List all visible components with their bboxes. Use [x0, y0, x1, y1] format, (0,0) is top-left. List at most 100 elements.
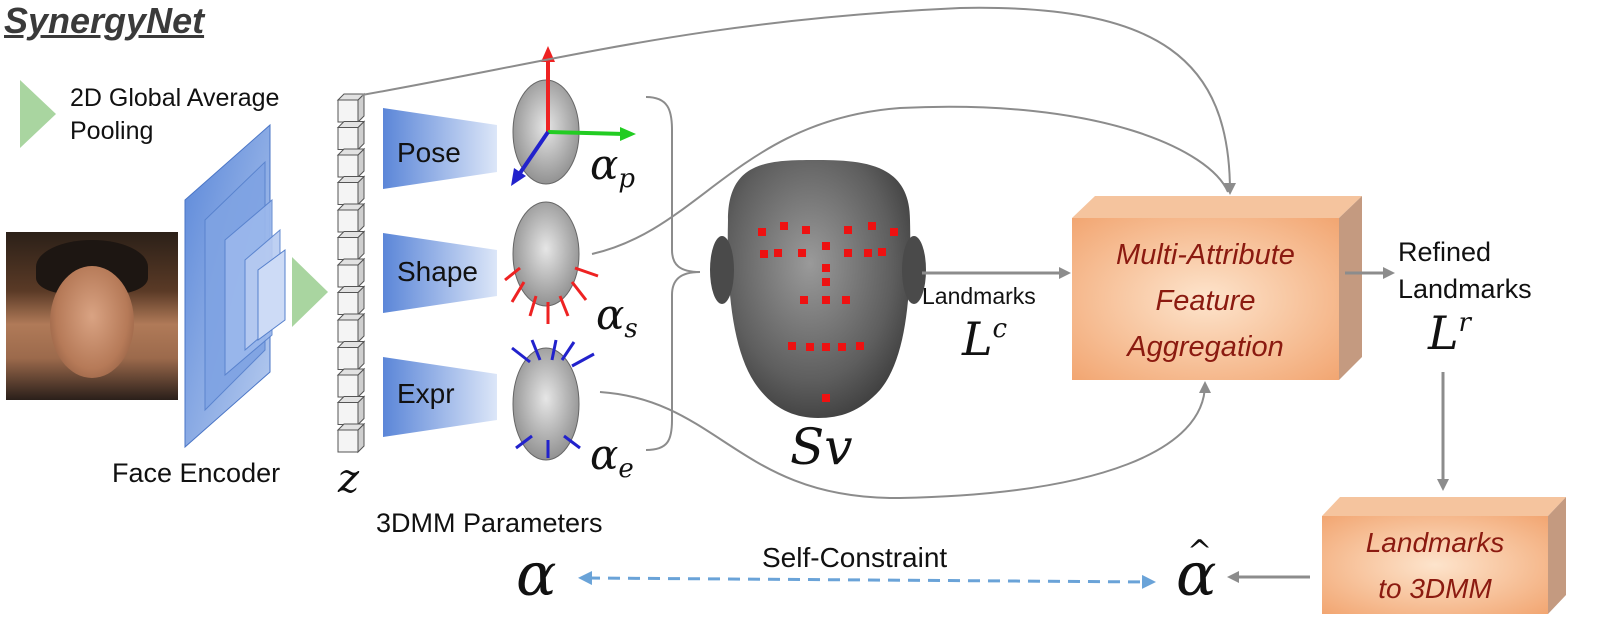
latent-cube	[337, 237, 359, 260]
landmark-dot	[758, 228, 766, 236]
diagram-title: SynergyNet	[4, 0, 205, 41]
alpha-e-sub: e	[618, 454, 634, 484]
lr-sup: r	[1458, 308, 1471, 338]
latent-cube	[337, 402, 359, 425]
l2m-line2: to 3DMM	[1378, 573, 1492, 604]
lr-base: L	[1428, 306, 1459, 360]
sv-head	[710, 160, 926, 418]
latent-cube-top	[336, 231, 366, 238]
latent-cube-top	[336, 121, 366, 128]
latent-cube	[337, 264, 359, 288]
alpha-e-symbol: αe	[590, 430, 634, 484]
latent-cube	[337, 347, 359, 370]
latent-cube-top	[336, 313, 366, 321]
face-encoder-caption: Face Encoder	[112, 458, 281, 488]
legend-line1: 2D Global Average	[70, 84, 280, 112]
landmark-dot	[844, 226, 852, 234]
l2m-line1: Landmarks	[1365, 527, 1505, 558]
expr-branch	[383, 357, 497, 437]
landmark-dot	[842, 296, 850, 304]
shape-to-mafa-curve	[591, 105, 1229, 255]
landmark-dot	[760, 250, 768, 258]
expr-to-mafa-curve	[599, 381, 1211, 500]
latent-cube-top	[336, 396, 366, 403]
self-constraint-arrow	[578, 571, 1156, 589]
landmark-dot	[878, 248, 886, 256]
mafa-line3: Aggregation	[1127, 331, 1284, 363]
landmark-dot	[890, 228, 898, 236]
lc-base: L	[962, 312, 993, 366]
alpha-p-sub: p	[618, 164, 636, 194]
landmark-dot	[864, 249, 872, 257]
landmark-dot	[780, 222, 788, 230]
self-constraint-label: Self-Constraint	[762, 542, 948, 573]
face-encoder	[184, 123, 286, 449]
latent-cube-top	[336, 286, 366, 293]
mafa-line2: Feature	[1155, 285, 1256, 317]
mafa-title: Multi-Attribute Feature Aggregation	[1072, 232, 1339, 370]
lr-symbol: Lr	[1428, 306, 1471, 360]
landmark-dot	[788, 342, 796, 350]
latent-cube-top	[336, 423, 366, 431]
latent-cube-top	[336, 203, 366, 211]
latent-vector	[336, 92, 366, 454]
pooling-triangle	[292, 257, 328, 327]
alpha-s-base: α	[596, 290, 625, 339]
mafa-line1: Multi-Attribute	[1116, 239, 1295, 271]
param-brace	[645, 96, 701, 451]
latent-cube	[337, 209, 359, 233]
latent-cube	[337, 319, 359, 343]
mafa-box	[1072, 196, 1362, 380]
face-shape	[50, 266, 134, 378]
refined-line1: Refined	[1398, 237, 1492, 267]
latent-cube	[337, 99, 359, 123]
landmark-dot	[774, 249, 782, 257]
expr-label: Expr	[397, 378, 455, 409]
l2m-title: Landmarks to 3DMM	[1322, 520, 1548, 612]
latent-cube-top	[336, 368, 366, 376]
landmark-dot	[806, 343, 814, 351]
landmarks-label: Landmarks	[922, 283, 1036, 309]
refined-line2: Landmarks	[1398, 274, 1532, 304]
landmark-dot	[844, 249, 852, 257]
pose-label: Pose	[397, 137, 461, 168]
alpha-p-base: α	[590, 140, 619, 189]
landmark-dot	[822, 394, 830, 402]
lc-symbol: Lc	[962, 312, 1007, 366]
shape-branch	[383, 233, 497, 313]
refined-landmarks-label: Refined Landmarks	[1398, 234, 1532, 308]
latent-cube	[337, 374, 359, 398]
alpha-p-symbol: αp	[590, 140, 635, 194]
latent-cube-top	[336, 176, 366, 183]
landmark-dot	[822, 296, 830, 304]
alpha-hat-accent: ^	[1187, 534, 1213, 569]
shape-mesh	[504, 201, 599, 324]
input-face-photo	[6, 232, 178, 400]
latent-cube-top	[336, 148, 366, 156]
landmark-dot	[868, 222, 876, 230]
landmark-dot	[838, 343, 846, 351]
sv-label: Sv	[790, 418, 853, 476]
latent-cube	[337, 154, 359, 178]
alpha-s-symbol: αs	[596, 290, 638, 344]
latent-cube-top	[336, 258, 366, 266]
alpha-s-sub: s	[624, 314, 638, 344]
lc-sup: c	[992, 314, 1008, 344]
latent-cube-top	[336, 341, 366, 348]
landmark-dot	[856, 342, 864, 350]
legend-line2: Pooling	[70, 117, 154, 145]
landmark-dot	[822, 278, 830, 286]
landmark-dot	[800, 296, 808, 304]
latent-z-label: z	[338, 456, 360, 502]
pooling-legend-text: 2D Global Average Pooling	[70, 82, 279, 148]
latent-cube	[337, 182, 359, 205]
landmark-dot	[822, 264, 830, 272]
l2m-box	[1322, 497, 1566, 614]
pose-branch	[383, 108, 497, 189]
alpha-symbol: α	[516, 540, 557, 610]
landmark-dot	[802, 226, 810, 234]
params-caption: 3DMM Parameters	[376, 508, 603, 538]
shape-label: Shape	[397, 256, 478, 287]
